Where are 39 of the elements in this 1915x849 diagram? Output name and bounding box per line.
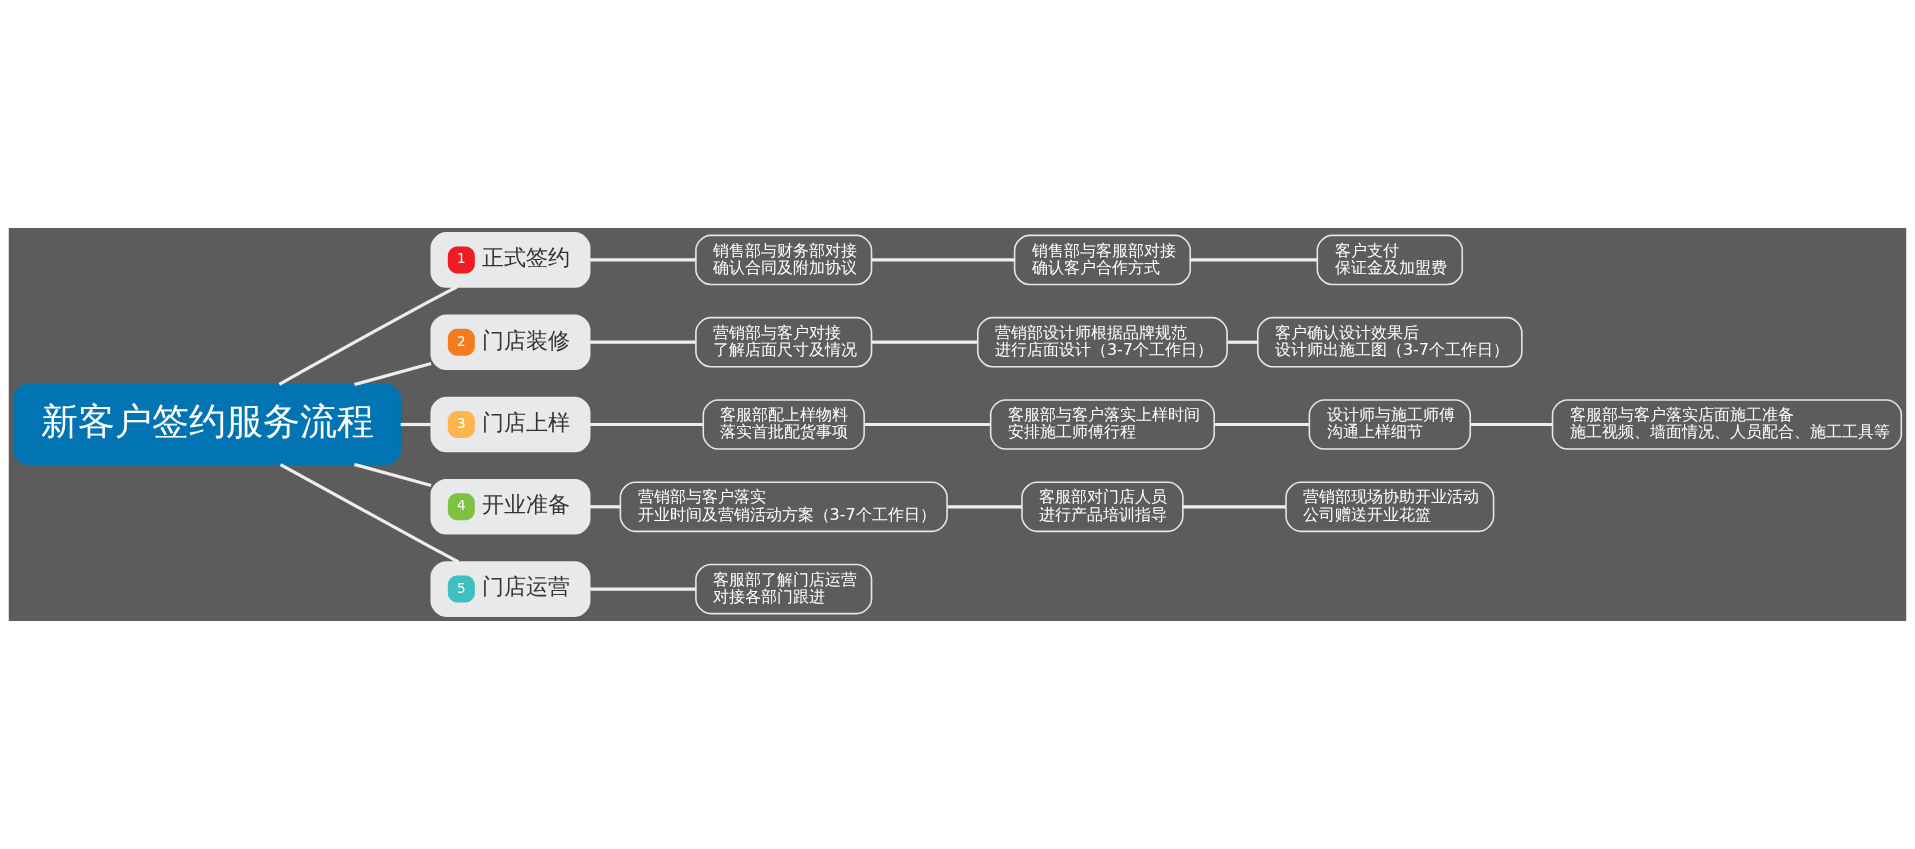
connector	[871, 340, 978, 344]
node-box: 营销部与客户对接 了解店面尺寸及情况	[695, 316, 873, 368]
connector	[590, 340, 696, 344]
connector	[1190, 258, 1318, 262]
connector	[590, 422, 703, 427]
connector	[353, 362, 432, 387]
node-box: 4 开业准备	[430, 478, 591, 535]
connector	[353, 462, 432, 487]
node-box: 客服部配上样物料 落实首批配货事项	[702, 399, 865, 450]
node-box: 5 门店运营	[430, 561, 591, 617]
node-box: 客服部与客户落实上样时间 安排施工师傅行程	[989, 399, 1215, 450]
connector	[278, 285, 458, 386]
node-box: 营销部与客户落实 开业时间及营销活动方案（3-7个工作日）	[619, 481, 948, 533]
node-box: 销售部与财务部对接 确认合同及附加协议	[695, 234, 873, 286]
connector	[1183, 505, 1286, 509]
connector	[1227, 340, 1258, 344]
node-box: 客户确认设计效果后 设计师出施工图（3-7个工作日）	[1257, 316, 1523, 368]
connector	[871, 258, 1015, 262]
node-box: 营销部现场协助开业活动 公司赠送开业花篮	[1285, 481, 1495, 533]
connector	[1470, 422, 1553, 427]
connector	[590, 587, 696, 591]
connector	[400, 422, 431, 427]
node-box: 客服部与客户落实店面施工准备 施工视频、墙面情况、人员配合、施工工具等	[1551, 399, 1903, 450]
node-box: 3 门店上样	[430, 396, 591, 453]
node-box: 1 正式签约	[430, 232, 591, 288]
connector	[1214, 422, 1309, 427]
connector	[590, 258, 696, 262]
node-box: 客服部了解门店运营 对接各部门跟进	[695, 563, 873, 615]
connector	[864, 422, 991, 427]
node-box: 新客户签约服务流程	[12, 383, 402, 466]
node-box: 客户支付 保证金及加盟费	[1316, 234, 1464, 286]
connector	[947, 505, 1022, 509]
node-box: 营销部设计师根据品牌规范 进行店面设计（3-7个工作日）	[976, 316, 1228, 368]
connector	[590, 505, 621, 509]
node-box: 客服部对门店人员 进行产品培训指导	[1021, 481, 1184, 533]
connector	[279, 463, 460, 564]
node-box: 销售部与客服部对接 确认客户合作方式	[1013, 234, 1192, 286]
node-box: 设计师与施工师傅 沟通上样细节	[1308, 399, 1472, 450]
node-box: 2 门店装修	[430, 314, 591, 371]
